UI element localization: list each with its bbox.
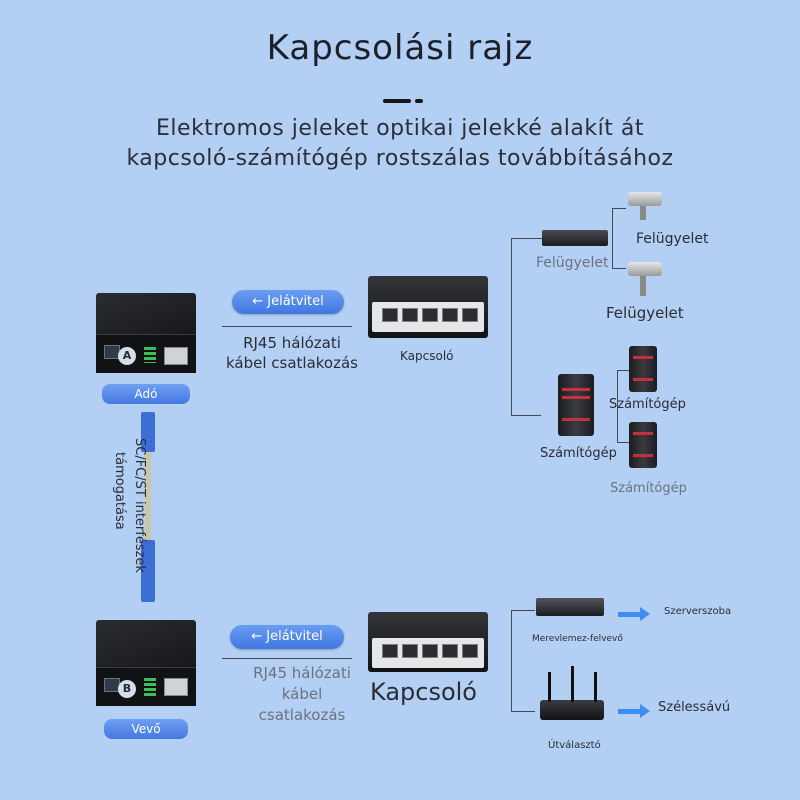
converter-letter-b: B (118, 680, 136, 698)
camera-label-1: Felügyelet (636, 231, 709, 247)
server-room-label: Szerverszoba (664, 606, 732, 617)
title-divider (383, 99, 411, 103)
router-antenna-2 (571, 666, 574, 702)
bottom-bracket-vertical (511, 610, 512, 712)
rj45-cable-label-2: kábel csatlakozás (225, 354, 358, 372)
rj45-cable-label-bottom-1: RJ45 hálózati (253, 664, 351, 682)
camera-bracket-vertical (612, 208, 613, 268)
computer-label-2: Számítógép (610, 481, 687, 496)
transmitter-converter: A (96, 293, 196, 373)
fiber-connector-top-icon (141, 412, 155, 452)
network-switch-bottom (368, 612, 488, 672)
camera-label-2: Felügyelet (606, 304, 684, 322)
receiver-badge: Vevő (104, 719, 188, 739)
bottom-bracket-nvr (511, 610, 535, 611)
rj45-cable-line-bottom (222, 658, 352, 659)
arrow-shaft-broadband (618, 709, 640, 714)
title-divider-dot (415, 99, 423, 103)
pc-bracket-top (617, 370, 629, 371)
pc-bracket-vertical (617, 370, 618, 442)
broadband-label: Szélessávú (658, 700, 731, 715)
network-switch-top (368, 276, 488, 338)
arrow-right-icon (640, 704, 650, 718)
bracket-line-nvr (511, 238, 543, 239)
bracket-line-vertical (511, 238, 512, 416)
camera-mount-1 (640, 206, 646, 220)
router-label: Útválasztó (548, 740, 601, 751)
camera-mount-2 (640, 276, 646, 296)
pc-bracket-bottom (617, 442, 629, 443)
bottom-bracket-router (511, 711, 535, 712)
hdd-recorder-label: Merevlemez-felvevő (532, 634, 623, 644)
router-antenna-3 (594, 672, 597, 702)
rj45-cable-label-bottom-2: kábel (281, 685, 323, 703)
subtitle-line-2: kapcsoló-számítógép rostszálas továbbítá… (126, 146, 674, 171)
page-title: Kapcsolási rajz (266, 28, 534, 68)
status-leds-icon (144, 347, 156, 363)
camera-icon-2 (628, 262, 662, 276)
signal-transmission-pill: ← Jelátvitel (232, 290, 344, 314)
computer-label-1: Számítógép (609, 397, 686, 412)
nvr-label-top: Felügyelet (536, 255, 609, 271)
camera-icon-1 (628, 192, 662, 206)
rj45-port-icon (164, 678, 188, 696)
status-leds-icon (144, 678, 156, 696)
arrow-shaft-server (618, 612, 640, 617)
router-antenna-1 (548, 672, 551, 702)
router-icon (540, 700, 604, 720)
receiver-converter: B (96, 620, 196, 706)
subtitle-line-1: Elektromos jeleket optikai jelekké alakí… (156, 116, 644, 141)
fiber-connector-bottom-icon (141, 540, 155, 602)
computer-label-main: Számítógép (540, 446, 617, 461)
computer-tower-main (558, 374, 594, 436)
transmitter-badge: Adó (102, 384, 190, 404)
rj45-cable-label-bottom-3: csatlakozás (258, 706, 346, 724)
rj45-cable-line (222, 326, 352, 327)
nvr-device-icon (542, 230, 608, 246)
camera-bracket-bottom (612, 268, 626, 269)
camera-bracket-top (612, 208, 626, 209)
fiber-interface-label-2: támogatása (112, 452, 127, 530)
fiber-interface-label-1: SC/FC/ST interfészek (132, 438, 147, 573)
hdd-recorder-icon (536, 598, 604, 616)
converter-letter-a: A (118, 347, 136, 365)
rj45-cable-label-1: RJ45 hálózati (243, 334, 341, 352)
signal-transmission-pill-bottom: ← Jelátvitel (230, 625, 344, 649)
computer-tower-1 (629, 346, 657, 392)
switch-label-top: Kapcsoló (400, 349, 454, 363)
fiber-cable (145, 452, 151, 540)
computer-tower-2 (629, 422, 657, 468)
rj45-port-icon (164, 347, 188, 365)
arrow-right-icon (640, 607, 650, 621)
switch-label-bottom: Kapcsoló (370, 678, 477, 706)
bracket-line-pc (511, 415, 541, 416)
